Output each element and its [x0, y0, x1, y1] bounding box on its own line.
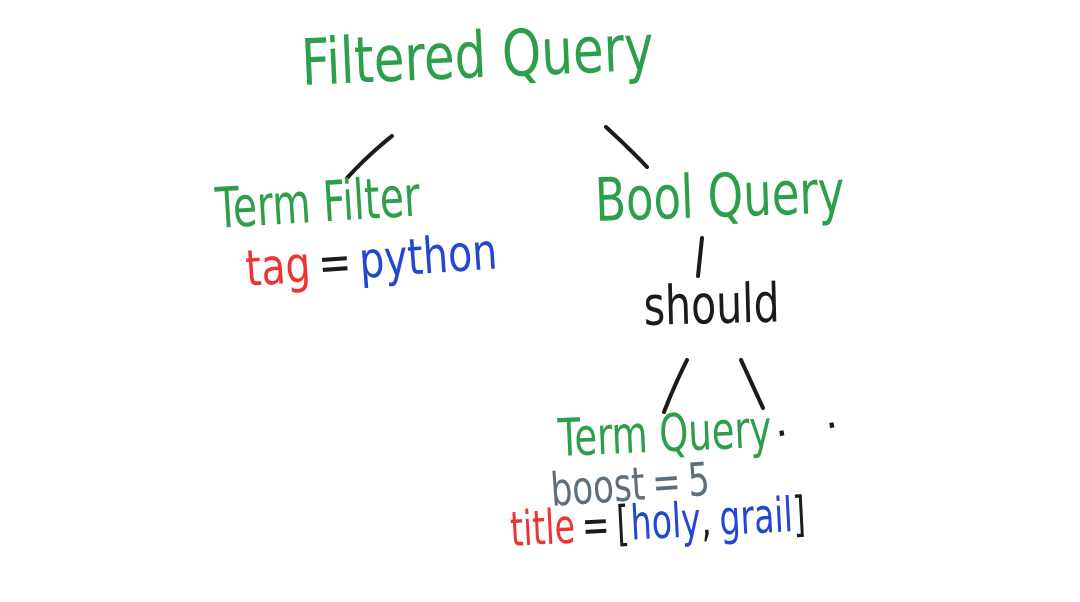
equals-sign: = — [580, 496, 611, 555]
title-property: title=[holy,grail] — [509, 487, 807, 558]
close-bracket: ] — [791, 486, 808, 544]
property-value-python: python — [357, 222, 500, 290]
property-key-tag: tag — [243, 235, 313, 298]
property-value-holy: holy — [629, 492, 703, 552]
more-queries-dots: · · — [771, 398, 855, 459]
open-bracket: [ — [614, 495, 631, 553]
property-key-title: title — [508, 498, 577, 558]
clause-should: should — [642, 271, 781, 338]
equals-sign: = — [316, 232, 354, 293]
node-term-filter: Term Filter — [213, 164, 422, 242]
comma: , — [699, 491, 713, 548]
property-value-grail: grail — [717, 487, 795, 547]
edge-root-to-boolquery — [604, 125, 649, 169]
node-filtered-query: Filtered Query — [299, 11, 656, 101]
node-bool-query: Bool Query — [593, 157, 846, 236]
edge-bool-to-should — [696, 236, 704, 278]
termfilter-property: tag=python — [244, 222, 499, 297]
